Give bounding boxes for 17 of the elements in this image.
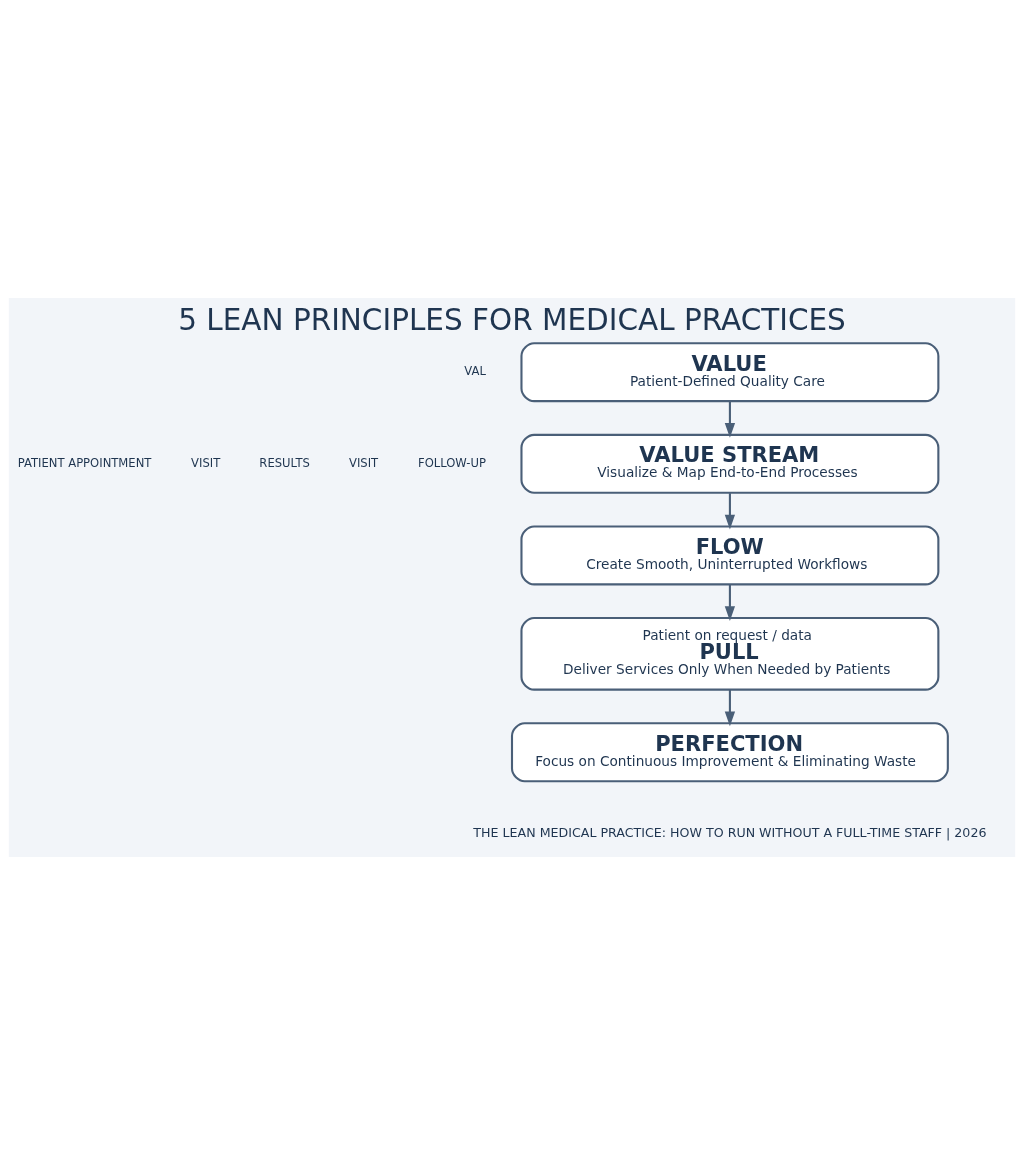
label: VAL <box>464 363 486 378</box>
label: VISIT <box>348 455 379 470</box>
label: FOLLOW-UP <box>417 455 486 470</box>
arrow <box>724 492 736 529</box>
label: VISIT <box>191 455 221 470</box>
node-box: Patient on request / data PULL Deliver Services Only When Needed by Patients <box>520 616 940 691</box>
diagram-title: 5 LEAN PRINCIPLES FOR MEDICAL PRACTICES <box>178 302 846 337</box>
arrow <box>724 401 736 438</box>
caption: THE LEAN MEDICAL PRACTICE: HOW TO RUN WITHOUT A FULL-TIME STAFF | 2026 <box>473 824 987 840</box>
label: RESULTS <box>259 455 310 470</box>
arrow <box>724 584 736 621</box>
node-box: VALUE Patient-Defined Quality Care <box>520 341 940 402</box>
node-box: FLOW Create Smooth, Uninterrupted Workflows <box>520 524 940 585</box>
node-box: PERFECTION Focus on Continuous Improvement & Eliminating Waste <box>510 721 949 782</box>
node-box: VALUE STREAM Visualize & Map End-to-End Processes <box>520 433 940 494</box>
arrow <box>724 689 736 726</box>
label: PATIENT APPOINTMENT <box>17 455 152 470</box>
